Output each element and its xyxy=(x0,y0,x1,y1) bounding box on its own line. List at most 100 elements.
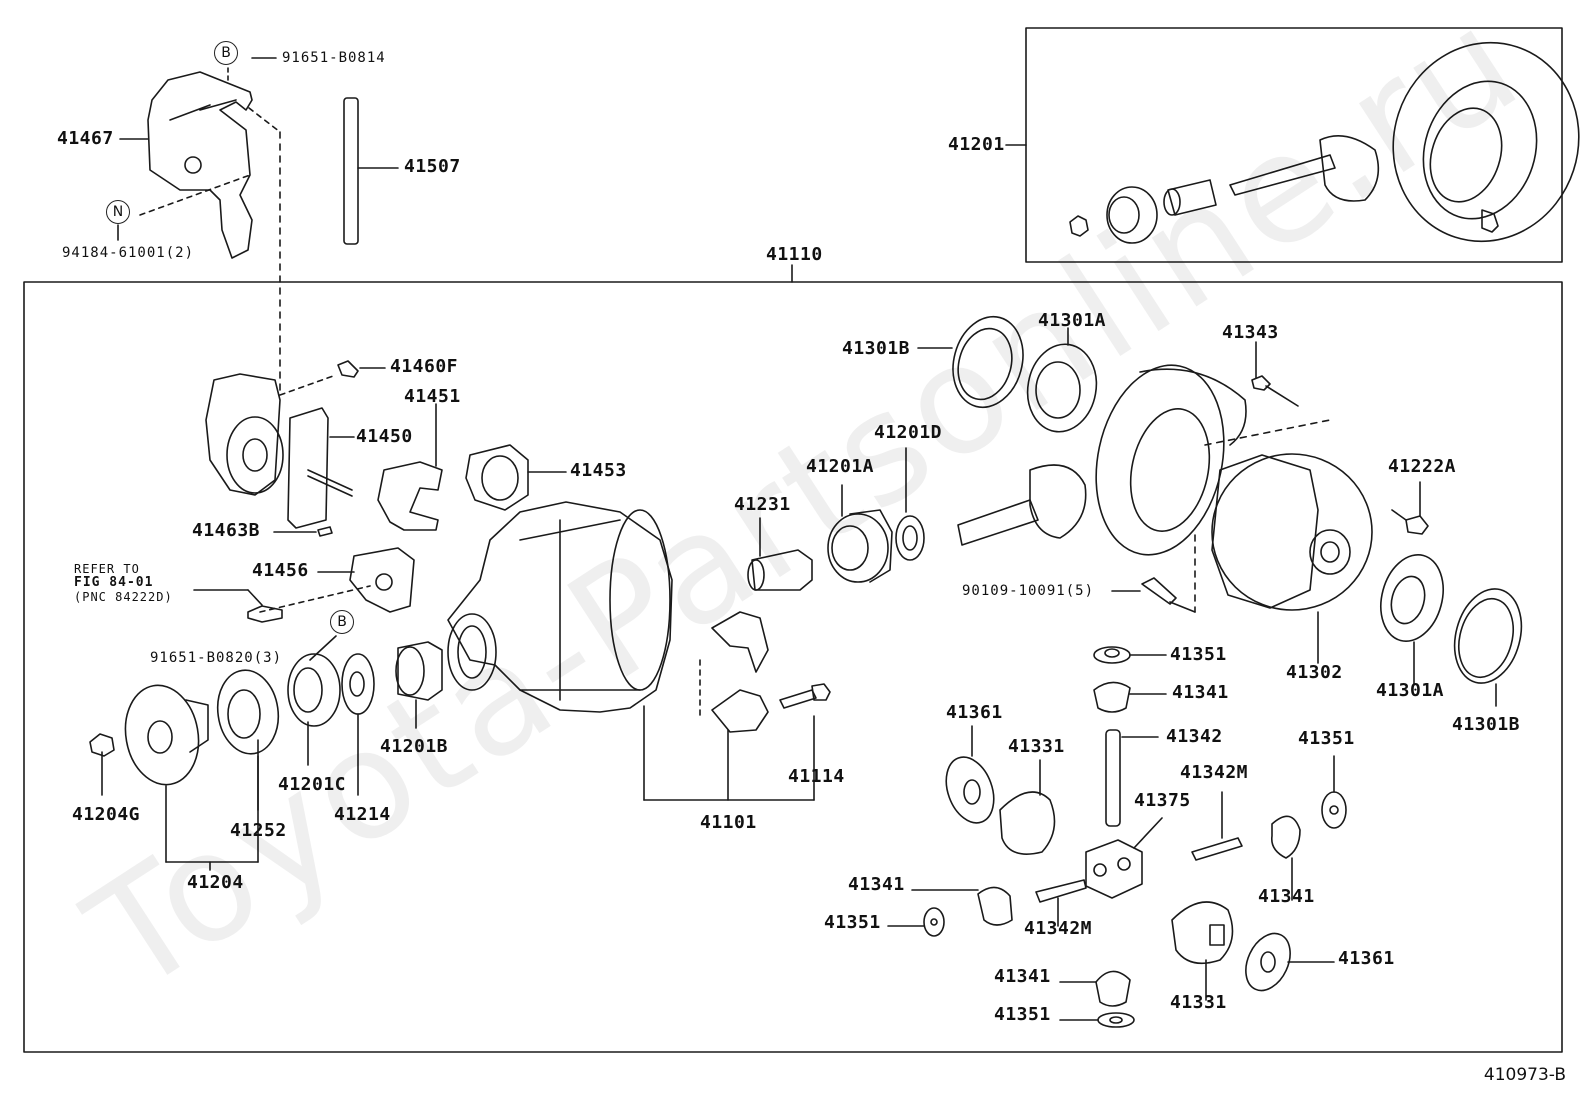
label-41342[interactable]: 41342 xyxy=(1166,726,1223,747)
label-41252[interactable]: 41252 xyxy=(230,820,287,841)
figure-code: 410973-B xyxy=(1483,1065,1566,1085)
washer-41201d xyxy=(895,447,925,561)
label-41204[interactable]: 41204 xyxy=(187,872,244,893)
label-41450[interactable]: 41450 xyxy=(356,426,413,447)
ring-gear xyxy=(1095,364,1331,613)
label-41341-bottom[interactable]: 41341 xyxy=(994,966,1051,987)
carrier-housing-41101 xyxy=(447,501,815,801)
label-41201c[interactable]: 41201C xyxy=(278,774,347,795)
refer-line-1: REFER TO xyxy=(74,562,140,576)
bolt-41222a xyxy=(1391,481,1429,535)
label-41302[interactable]: 41302 xyxy=(1286,662,1343,683)
diff-case-41302 xyxy=(1211,453,1373,664)
label-41343[interactable]: 41343 xyxy=(1222,322,1279,343)
label-41375[interactable]: 41375 xyxy=(1134,790,1191,811)
label-41331-top[interactable]: 41331 xyxy=(1008,736,1065,757)
label-41301a-top[interactable]: 41301A xyxy=(1038,310,1107,331)
assembly-41110-frame xyxy=(23,281,1563,1053)
circle-b-top: B xyxy=(214,41,238,65)
label-91651-b0820[interactable]: 91651-B0820(3) xyxy=(150,650,283,666)
label-41301b-top[interactable]: 41301B xyxy=(842,338,911,359)
shift-fork-41451 xyxy=(377,461,443,531)
label-41231[interactable]: 41231 xyxy=(734,494,791,515)
label-41351-right[interactable]: 41351 xyxy=(1298,728,1355,749)
label-41341-a[interactable]: 41341 xyxy=(1172,682,1229,703)
label-41361-right[interactable]: 41361 xyxy=(1338,948,1395,969)
side-gear-41331-top xyxy=(999,759,1056,855)
label-41341-right[interactable]: 41341 xyxy=(1258,886,1315,907)
label-41201b[interactable]: 41201B xyxy=(380,736,449,757)
label-41351-a[interactable]: 41351 xyxy=(1170,644,1227,665)
bolt-41114 xyxy=(779,683,831,709)
pin-41507 xyxy=(343,97,359,245)
washer-41351-bottom xyxy=(1059,1012,1135,1028)
bracket-41467 xyxy=(147,71,253,259)
shaft-41342m-left xyxy=(1035,879,1087,927)
label-41507[interactable]: 41507 xyxy=(404,156,461,177)
pinion-gear-41341-bottom xyxy=(1059,970,1131,1007)
bolt-90109 xyxy=(1111,577,1177,605)
label-41301b-bot[interactable]: 41301B xyxy=(1452,714,1521,735)
bearing-41301a-bot xyxy=(1380,553,1444,685)
label-41341-left[interactable]: 41341 xyxy=(848,874,905,895)
label-94184-61001[interactable]: 94184-61001(2) xyxy=(62,245,195,261)
label-41331-bottom[interactable]: 41331 xyxy=(1170,992,1227,1013)
side-gear-41331-bottom xyxy=(1171,901,1234,1001)
bolt-41343 xyxy=(1251,341,1299,407)
circle-n: N xyxy=(106,200,130,224)
label-41101[interactable]: 41101 xyxy=(700,812,757,833)
label-41301a-bot[interactable]: 41301A xyxy=(1376,680,1445,701)
refer-note[interactable]: REFER TO FIG 84-01 (PNC 84222D) xyxy=(74,562,173,604)
label-41453[interactable]: 41453 xyxy=(570,460,627,481)
shaft-41342 xyxy=(1105,729,1159,827)
label-41351-left[interactable]: 41351 xyxy=(824,912,881,933)
label-91651-b0814[interactable]: 91651-B0814 xyxy=(282,50,386,66)
washer-41351-a xyxy=(1093,646,1167,664)
bearing-41201b xyxy=(395,641,443,729)
seal-41252 xyxy=(216,669,280,811)
label-41110[interactable]: 41110 xyxy=(766,244,823,265)
bracket-41456 xyxy=(193,547,415,661)
label-90109-10091[interactable]: 90109-10091(5) xyxy=(962,583,1095,599)
bearing-41201c xyxy=(287,653,341,766)
seal-41301b-bot xyxy=(1453,588,1523,707)
washer-41351-right xyxy=(1321,755,1347,829)
label-41342m-right[interactable]: 41342M xyxy=(1180,762,1249,783)
spacer-41214 xyxy=(341,653,375,796)
label-41201a-mid[interactable]: 41201A xyxy=(806,456,875,477)
bearing-cap-41101 xyxy=(699,611,769,733)
bearing-41201a xyxy=(827,484,893,583)
label-41456[interactable]: 41456 xyxy=(252,560,309,581)
label-41467[interactable]: 41467 xyxy=(57,128,114,149)
pinion-gear-41341-a xyxy=(1093,681,1167,713)
bearing-41301a-top xyxy=(1026,327,1098,433)
actuator-41450 xyxy=(205,360,386,529)
washer-41361-right xyxy=(1245,932,1335,992)
label-41460f[interactable]: 41460F xyxy=(390,356,459,377)
pinion-gear-41341-right xyxy=(1270,815,1301,901)
label-41204g[interactable]: 41204G xyxy=(72,804,141,825)
circle-b-mid: B xyxy=(330,610,354,634)
refer-line-3: (PNC 84222D) xyxy=(74,590,173,604)
label-41114[interactable]: 41114 xyxy=(788,766,845,787)
seal-41301b-top xyxy=(917,315,1024,409)
pinion-gear-41341-left xyxy=(911,886,1013,926)
label-41342m-left[interactable]: 41342M xyxy=(1024,918,1093,939)
refer-line-2: FIG 84-01 xyxy=(74,575,154,590)
label-41463b[interactable]: 41463B xyxy=(192,520,261,541)
label-41201[interactable]: 41201 xyxy=(948,134,1005,155)
ring-pinion-set-41201 xyxy=(1005,41,1580,244)
label-41361-left[interactable]: 41361 xyxy=(946,702,1003,723)
label-41201d[interactable]: 41201D xyxy=(874,422,943,443)
spacer-41231 xyxy=(747,517,813,591)
drive-pinion xyxy=(957,464,1087,546)
sleeve-41453 xyxy=(465,444,567,511)
washer-41361-left xyxy=(945,725,995,824)
label-41222a[interactable]: 41222A xyxy=(1388,456,1457,477)
label-41351-bottom[interactable]: 41351 xyxy=(994,1004,1051,1025)
label-41451[interactable]: 41451 xyxy=(404,386,461,407)
label-41214[interactable]: 41214 xyxy=(334,804,391,825)
shaft-41342m-right xyxy=(1191,791,1243,861)
block-41375 xyxy=(1085,817,1163,899)
